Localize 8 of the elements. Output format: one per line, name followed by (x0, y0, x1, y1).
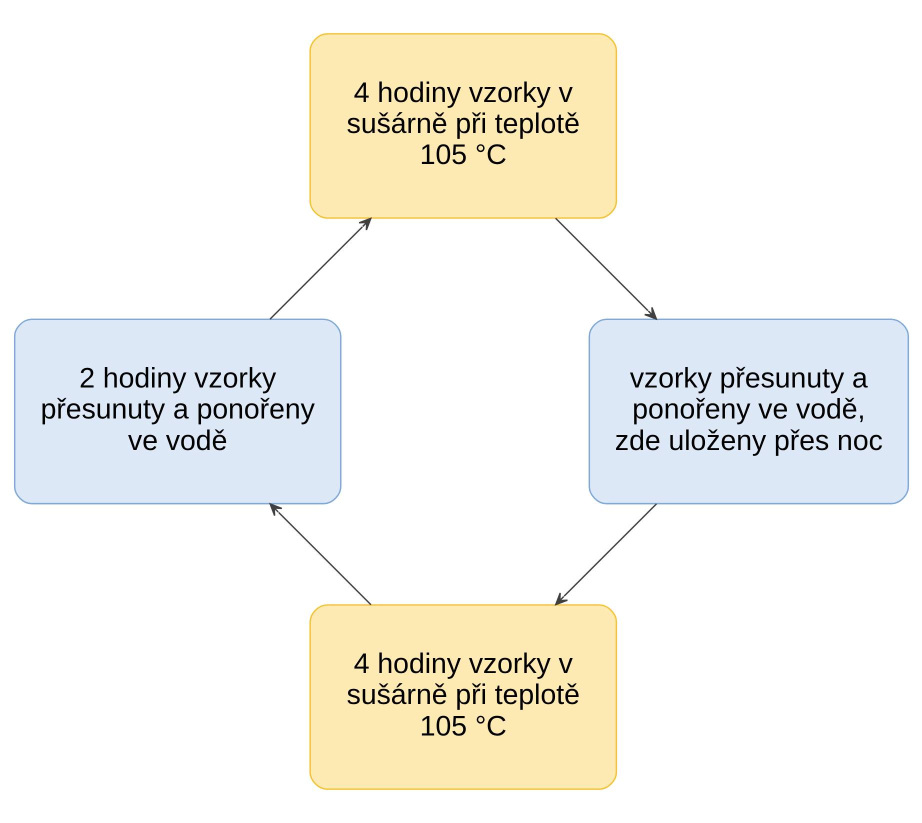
arrow (554, 503, 657, 606)
arrow (269, 503, 371, 606)
node-box: 4 hodiny vzorky v sušárně při teplotě 105 °C (308, 33, 617, 219)
arrow (269, 218, 371, 320)
arrow (554, 218, 657, 320)
node-box: 2 hodiny vzorky přesunuty a ponořeny ve vodě (13, 318, 341, 504)
node-box: 4 hodiny vzorky v sušárně při teplotě 105 °C (308, 604, 617, 790)
node-box: vzorky přesunuty a ponořeny ve vodě, zde uloženy přes noc (588, 318, 909, 504)
